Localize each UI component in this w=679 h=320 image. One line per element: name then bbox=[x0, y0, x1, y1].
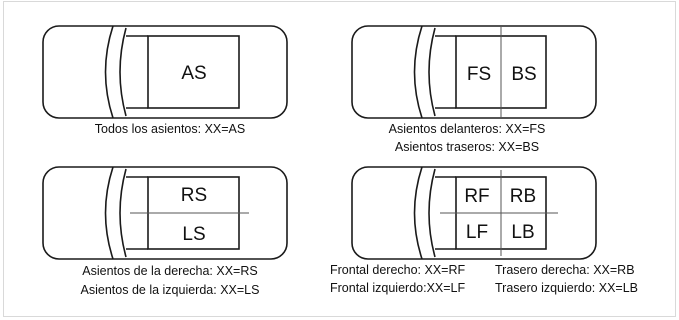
seat-code-ls: LS bbox=[182, 224, 205, 245]
seat-code-fs: FS bbox=[467, 64, 491, 85]
cabin-line bbox=[435, 35, 456, 109]
seat-code-bs: BS bbox=[511, 64, 536, 85]
caption-front-left: Frontal izquierdo:XX=LF bbox=[330, 281, 466, 295]
windshield-line bbox=[104, 166, 114, 260]
seat-code-lb: LB bbox=[511, 222, 534, 243]
seat-code-rb: RB bbox=[510, 186, 536, 207]
car-body-outline bbox=[42, 166, 288, 260]
caption-rear-seats: Asientos traseros: XX=BS bbox=[395, 140, 539, 154]
seat-code-rs: RS bbox=[181, 185, 207, 206]
car-right-left: RS LS Asientos de la derecha: XX=RS Asie… bbox=[42, 166, 288, 297]
caption-rear-right: Trasero derecha: XX=RB bbox=[495, 263, 635, 277]
seat-area-box bbox=[147, 35, 240, 109]
car-front-rear: FS BS Asientos delanteros: XX=FS Asiento… bbox=[351, 25, 597, 154]
seat-code-as: AS bbox=[181, 63, 206, 84]
caption-front-seats: Asientos delanteros: XX=FS bbox=[389, 122, 546, 136]
windshield-inner-line bbox=[119, 168, 127, 258]
figure-frame bbox=[3, 1, 676, 317]
seat-code-lf: LF bbox=[466, 222, 488, 243]
caption-front-right: Frontal derecho: XX=RF bbox=[330, 263, 465, 277]
seat-code-rf: RF bbox=[464, 186, 489, 207]
car-all-seats: AS Todos los asientos: XX=AS bbox=[42, 25, 288, 136]
caption-all-seats: Todos los asientos: XX=AS bbox=[95, 122, 245, 136]
car-body-outline bbox=[351, 25, 597, 119]
windshield-inner-line bbox=[428, 27, 436, 117]
windshield-inner-line bbox=[119, 27, 127, 117]
windshield-line bbox=[413, 166, 423, 260]
cabin-line bbox=[126, 35, 148, 109]
car-quadrants: RF RB LF LB Frontal derecho: XX=RF Trase… bbox=[330, 166, 638, 295]
caption-right-seats: Asientos de la derecha: XX=RS bbox=[82, 264, 257, 278]
car-body-outline bbox=[42, 25, 288, 119]
cabin-line bbox=[126, 176, 148, 250]
caption-left-seats: Asientos de la izquierda: XX=LS bbox=[81, 283, 260, 297]
cabin-line bbox=[435, 176, 456, 250]
windshield-line bbox=[413, 25, 423, 119]
car-body-outline bbox=[351, 166, 597, 260]
windshield-inner-line bbox=[428, 168, 436, 258]
caption-rear-left: Trasero izquierdo: XX=LB bbox=[495, 281, 638, 295]
windshield-line bbox=[104, 25, 114, 119]
